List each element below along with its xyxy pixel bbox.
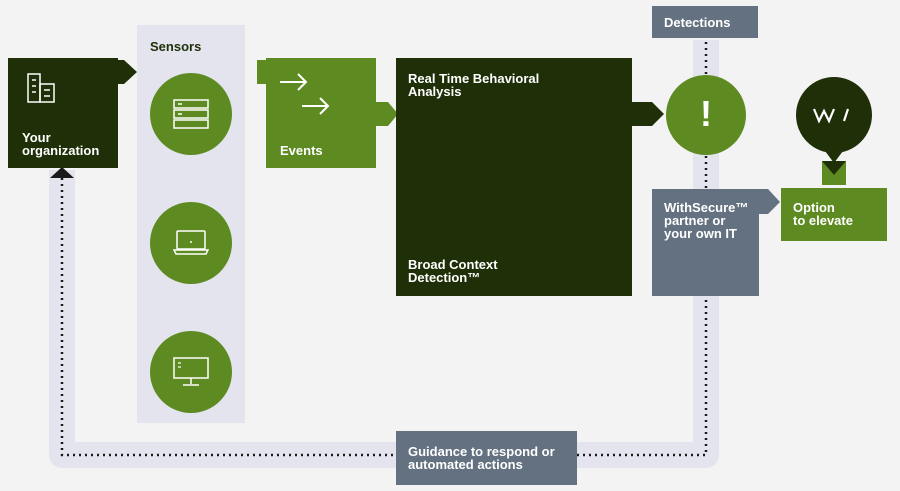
organization-box: Your organization bbox=[8, 58, 118, 168]
sensor-server bbox=[150, 73, 232, 155]
partner-label: WithSecure™ partner or your own IT bbox=[664, 200, 749, 241]
arrows-right-icon bbox=[280, 73, 330, 115]
desktop-monitor-icon bbox=[173, 357, 209, 386]
elevate-label: Option to elevate bbox=[793, 200, 853, 228]
withsecure-logo bbox=[796, 77, 872, 185]
analysis-label: Real Time Behavioral Analysis bbox=[408, 71, 540, 99]
events-to-analysis-arrow bbox=[375, 102, 398, 126]
analysis-to-detection-arrow bbox=[630, 102, 664, 126]
organization-label: Your organization bbox=[22, 130, 100, 158]
sensors-title: Sensors bbox=[150, 39, 202, 54]
broad-context-label: Broad Context Detection™ bbox=[408, 257, 498, 285]
partner-box: WithSecure™ partner or your own IT bbox=[652, 189, 759, 296]
alert-icon: ! bbox=[700, 93, 712, 134]
events-box: Events bbox=[266, 58, 376, 168]
guidance-label: Guidance to respond or automated actions bbox=[408, 444, 555, 472]
analysis-box: Real Time Behavioral Analysis Broad Cont… bbox=[396, 58, 632, 296]
laptop-icon bbox=[173, 230, 209, 255]
partner-to-elevate-arrow bbox=[758, 189, 780, 214]
loop-arrowhead-icon bbox=[50, 167, 74, 178]
detection-alert-circle: ! bbox=[666, 75, 746, 155]
detections-label: Detections bbox=[664, 15, 731, 30]
sensor-desktop bbox=[150, 331, 232, 413]
events-label: Events bbox=[280, 143, 323, 158]
guidance-box: Guidance to respond or automated actions bbox=[396, 431, 577, 485]
elevate-box: Option to elevate bbox=[781, 188, 887, 241]
server-icon bbox=[173, 99, 209, 129]
sensor-laptop bbox=[150, 202, 232, 284]
detections-label-box: Detections bbox=[652, 6, 758, 38]
building-icon bbox=[27, 73, 55, 103]
